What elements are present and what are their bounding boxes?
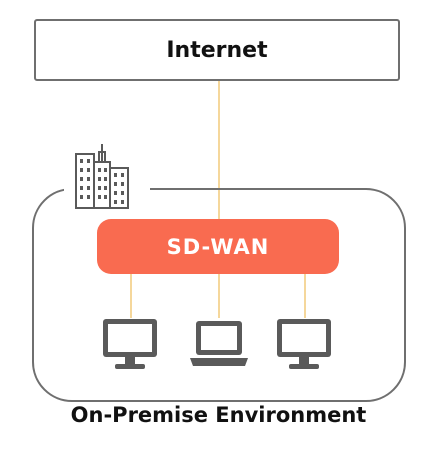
sdwan-node: SD-WAN <box>97 219 339 274</box>
right-device-connector-line <box>304 274 306 318</box>
internet-label: Internet <box>166 37 268 63</box>
laptop-icon <box>190 321 248 366</box>
center-device-connector-line <box>218 274 220 318</box>
desktop-monitor-icon <box>103 319 157 369</box>
on-premise-container <box>32 188 406 402</box>
internet-node: Internet <box>34 19 400 81</box>
left-device-connector-line <box>130 274 132 318</box>
building-icon <box>75 144 129 209</box>
sdwan-label: SD-WAN <box>166 234 270 259</box>
desktop-monitor-icon <box>277 319 331 369</box>
internet-connector-line <box>218 81 220 219</box>
environment-label: On-Premise Environment <box>70 403 367 427</box>
